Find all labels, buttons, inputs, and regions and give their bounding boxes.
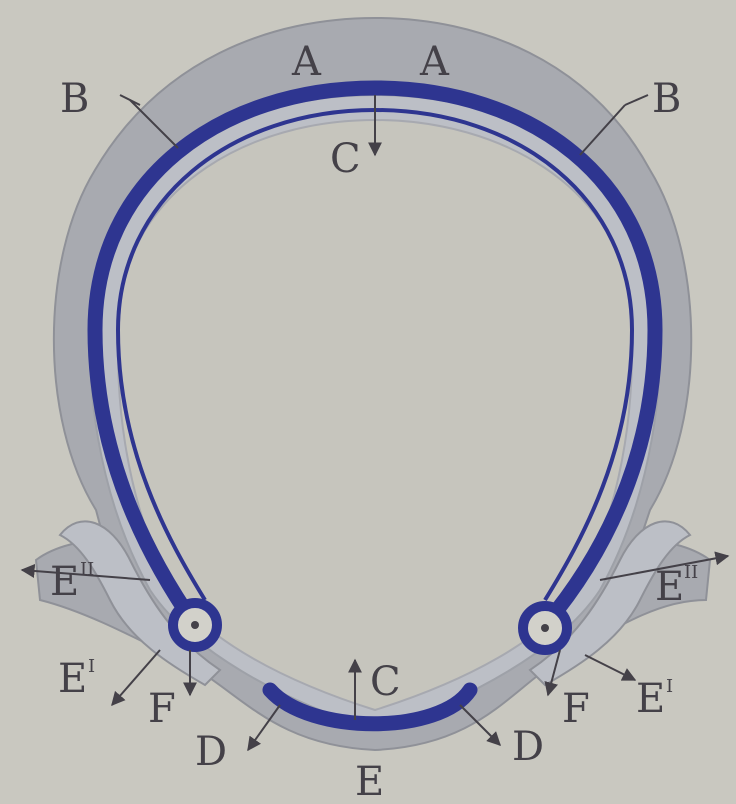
label-e-left-upper-sup: II bbox=[80, 559, 94, 580]
label-a-right: A bbox=[419, 39, 450, 85]
label-d-right: D bbox=[512, 724, 544, 770]
label-e-right-upper: E bbox=[655, 564, 684, 610]
label-d-left: D bbox=[195, 729, 227, 775]
label-e-left-lower: E bbox=[58, 656, 87, 702]
label-b-left: B bbox=[60, 76, 89, 122]
right-bead-dot bbox=[541, 624, 549, 632]
label-e-left-upper: E bbox=[50, 559, 79, 605]
label-a-left: A bbox=[291, 39, 322, 85]
label-f-right: F bbox=[562, 686, 590, 732]
left-bead-dot bbox=[191, 621, 199, 629]
label-c-bottom: C bbox=[370, 659, 401, 705]
label-f-left: F bbox=[148, 686, 176, 732]
label-c-top: C bbox=[330, 136, 361, 182]
label-e-right-upper-sup: II bbox=[684, 562, 698, 583]
label-e-left-lower-sup: I bbox=[88, 656, 95, 677]
label-e-bottom: E bbox=[355, 759, 384, 799]
label-e-right-lower-sup: I bbox=[666, 676, 673, 697]
label-b-right: B bbox=[652, 76, 681, 122]
label-e-right-lower: E bbox=[636, 676, 665, 722]
